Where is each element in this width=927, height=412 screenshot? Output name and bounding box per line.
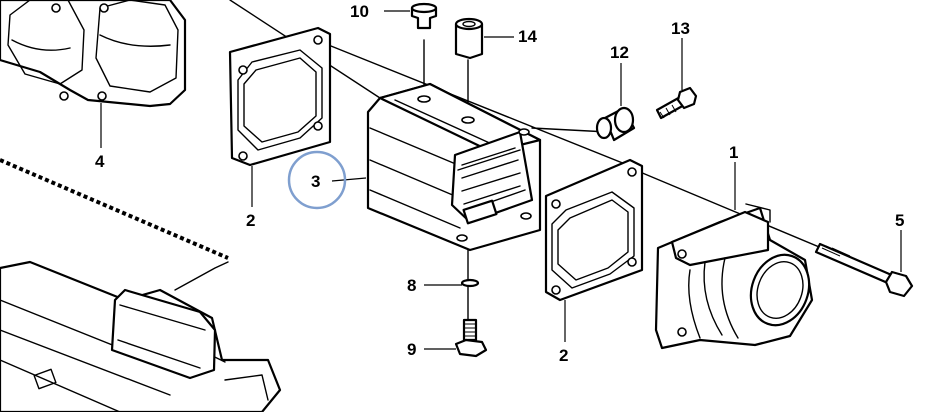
callout-10: 10: [350, 2, 369, 21]
callout-1: 1: [729, 143, 738, 162]
spacer-part-12: [595, 106, 636, 142]
callout-9: 9: [407, 340, 416, 359]
sleeve-part-14: [454, 17, 484, 60]
screw-part-9: [454, 318, 488, 358]
plug-part-10: [410, 2, 438, 30]
callout-3: 3: [311, 172, 320, 191]
long-bolt-part-5: [814, 242, 914, 298]
housing-part-3: [366, 82, 542, 252]
callout-14: 14: [518, 27, 537, 46]
callout-4: 4: [95, 152, 105, 171]
leader-lines: [100, 10, 902, 350]
dashed-reference-line: [0, 158, 229, 260]
callout-8: 8: [407, 276, 416, 295]
callout-12: 12: [610, 43, 629, 62]
callout-13: 13: [671, 19, 690, 38]
lower-assembly: [0, 260, 282, 412]
callout-2-right: 2: [559, 346, 568, 365]
bolt-part-13: [655, 86, 698, 120]
gasket-2-right: [544, 158, 644, 302]
callout-3-highlight-ring: [287, 150, 347, 210]
o-ring-part-8: [460, 278, 480, 288]
callout-5: 5: [895, 211, 904, 230]
elbow-connector-part-1: [654, 203, 814, 350]
housing-part-4: [0, 0, 187, 108]
callout-2-left: 2: [246, 211, 255, 230]
callout-labels: 1 2 2 3 4 5 8 9 10 12 13 14: [95, 2, 904, 365]
gasket-2-left: [228, 26, 332, 167]
